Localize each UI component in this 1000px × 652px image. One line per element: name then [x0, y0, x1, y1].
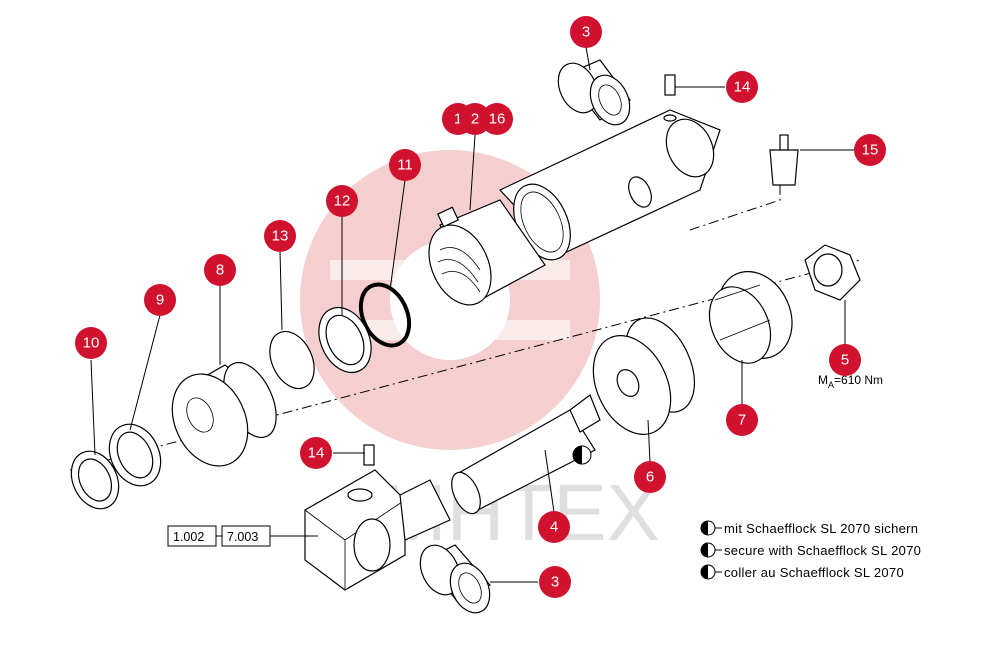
- gland-head: [171, 361, 277, 467]
- callout-label: 11: [397, 157, 413, 174]
- reference-7003: 7.003: [227, 530, 258, 544]
- callout-c14a: 14: [726, 71, 758, 103]
- wiper-ring-9: [108, 423, 162, 487]
- callout-label: 5: [841, 352, 849, 369]
- callout-c4: 4: [538, 511, 570, 543]
- callout-c3a: 3: [570, 16, 602, 48]
- o-ring-13: [269, 330, 315, 390]
- callout-label: 14: [308, 445, 325, 462]
- callout-c6: 6: [634, 461, 666, 493]
- bearing-bush-top: [557, 59, 631, 126]
- seal-ring-12: [318, 306, 372, 374]
- threadlock-note-en: secure with Schaefflock SL 2070: [700, 542, 921, 558]
- svg-text:coller au Schaefflock SL 2070: coller au Schaefflock SL 2070: [724, 565, 904, 580]
- reference-boxes: 1.002 7.003: [167, 525, 318, 547]
- callout-c8: 8: [204, 254, 236, 286]
- callout-label: 9: [156, 292, 164, 309]
- callout-c9: 9: [144, 284, 176, 316]
- grease-nipple-bottom: [363, 444, 375, 466]
- threadlock-note-de: mit Schaefflock SL 2070 sichern: [700, 520, 918, 536]
- lock-nut: [804, 244, 861, 301]
- guide-ring-7: [708, 271, 793, 364]
- callout-c14b: 14: [300, 437, 332, 469]
- callout-c7: 7: [726, 404, 758, 436]
- threadlock-note-fr: coller au Schaefflock SL 2070: [700, 564, 904, 580]
- callout-c12: 12: [326, 185, 358, 217]
- svg-text:MA=610 Nm: MA=610 Nm: [818, 373, 883, 390]
- callout-label: 4: [550, 519, 558, 536]
- cylinder-tube: [499, 109, 721, 261]
- breather-valve: [769, 134, 799, 186]
- torque-spec: MA=610 Nm: [818, 373, 883, 390]
- callout-c13: 13: [264, 220, 296, 252]
- callout-label: 3: [551, 574, 559, 591]
- callout-label: 10: [83, 335, 100, 352]
- reference-1002: 1.002: [173, 530, 204, 544]
- piston-rod: [451, 394, 601, 515]
- grease-nipple-top: [663, 74, 677, 122]
- callout-label: 2: [471, 111, 479, 128]
- callout-label: 13: [272, 228, 289, 245]
- callout-c16: 16: [481, 103, 513, 135]
- callout-c5: 5: [829, 344, 861, 376]
- callout-label: 1: [454, 111, 462, 128]
- callout-label: 14: [734, 79, 751, 96]
- threadlock-notes: mit Schaefflock SL 2070 sichern secure w…: [700, 520, 921, 580]
- callout-label: 7: [738, 412, 746, 429]
- piston-assembly: [428, 199, 546, 306]
- leader-lines: [90, 46, 855, 583]
- callout-label: 12: [334, 193, 351, 210]
- o-ring-11: [358, 282, 412, 348]
- threadlock-symbol-rod: [572, 445, 592, 465]
- callout-label: 16: [489, 111, 506, 128]
- callout-c10: 10: [75, 327, 107, 359]
- callout-label: 6: [646, 469, 654, 486]
- callout-label: 3: [582, 24, 590, 41]
- callout-label: 15: [862, 142, 879, 159]
- callout-c3b: 3: [539, 566, 571, 598]
- callout-c15: 15: [854, 134, 886, 166]
- callout-label: 8: [216, 262, 224, 279]
- svg-text:mit Schaefflock SL 2070 sicher: mit Schaefflock SL 2070 sichern: [724, 521, 918, 536]
- callout-c11: 11: [389, 149, 421, 181]
- callout-c2: 2: [459, 103, 491, 135]
- ring-10: [70, 450, 120, 510]
- piston-6: [592, 317, 696, 435]
- rod-eye-block: [304, 469, 451, 591]
- svg-text:secure with Schaefflock SL 207: secure with Schaefflock SL 2070: [724, 543, 921, 558]
- bearing-bush-bottom: [419, 544, 491, 614]
